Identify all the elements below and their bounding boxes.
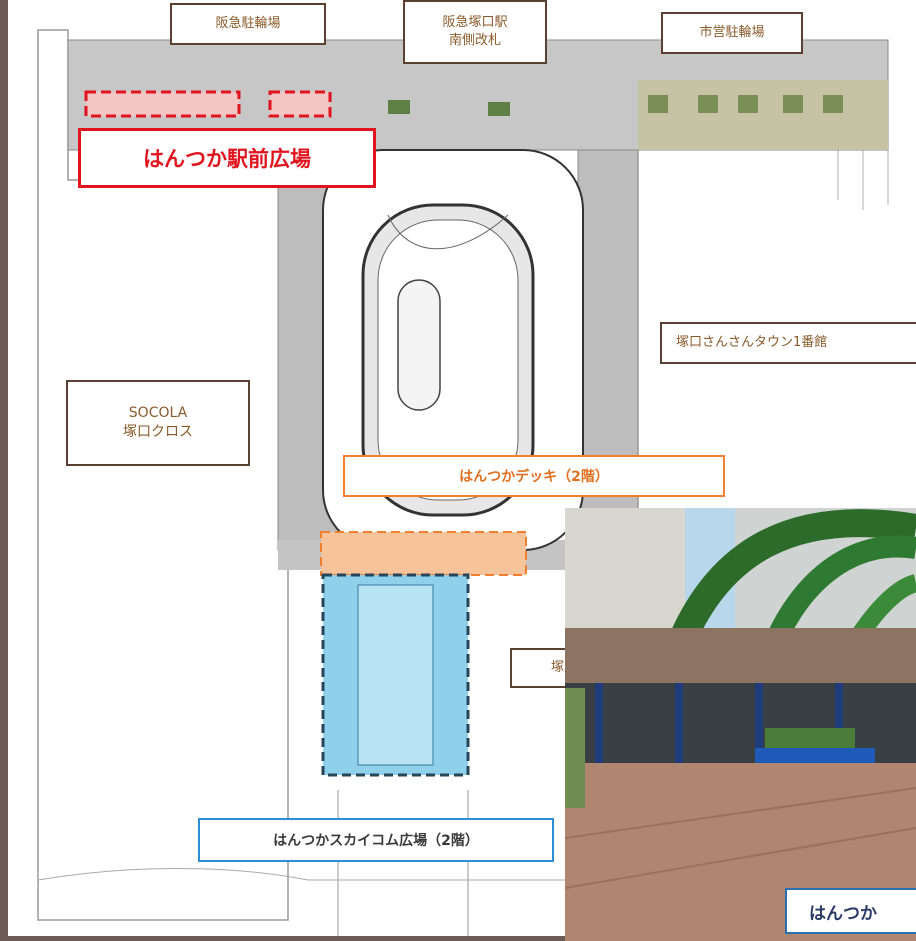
hantsuka-station-plaza-label: はんつか駅前広場	[78, 128, 376, 188]
partial-building-label: 塚	[510, 648, 570, 688]
plaza-photo: はんつか	[565, 508, 916, 941]
photo-caption: はんつか	[785, 888, 916, 934]
socola-label: SOCOLA 塚口クロス	[66, 380, 250, 466]
map-drawing	[37, 29, 889, 936]
city-bike-parking-label: 市営駐輪場	[661, 12, 803, 54]
deck-highlight	[320, 531, 527, 576]
sansan-town-label: 塚口さんさんタウン1番館	[660, 322, 916, 364]
plaza-photo-drawing	[565, 508, 916, 941]
hankyu-bike-parking-label: 阪急駐輪場	[170, 3, 326, 45]
plaza-highlight-2	[268, 90, 332, 118]
hankyu-tsukaguchi-gate-label: 阪急塚口駅 南側改札	[403, 0, 547, 64]
skycom-plaza-label: はんつかスカイコム広場（2階）	[198, 818, 554, 862]
hantsuka-deck-label: はんつかデッキ（2階）	[343, 455, 725, 497]
city-bike-area	[638, 80, 888, 150]
station-area-map: 阪急駐輪場 阪急塚口駅 南側改札 市営駐輪場 はんつか駅前広場 塚口さんさんタウ…	[8, 0, 916, 936]
plaza-highlight-1	[84, 90, 241, 118]
trees	[388, 95, 843, 116]
